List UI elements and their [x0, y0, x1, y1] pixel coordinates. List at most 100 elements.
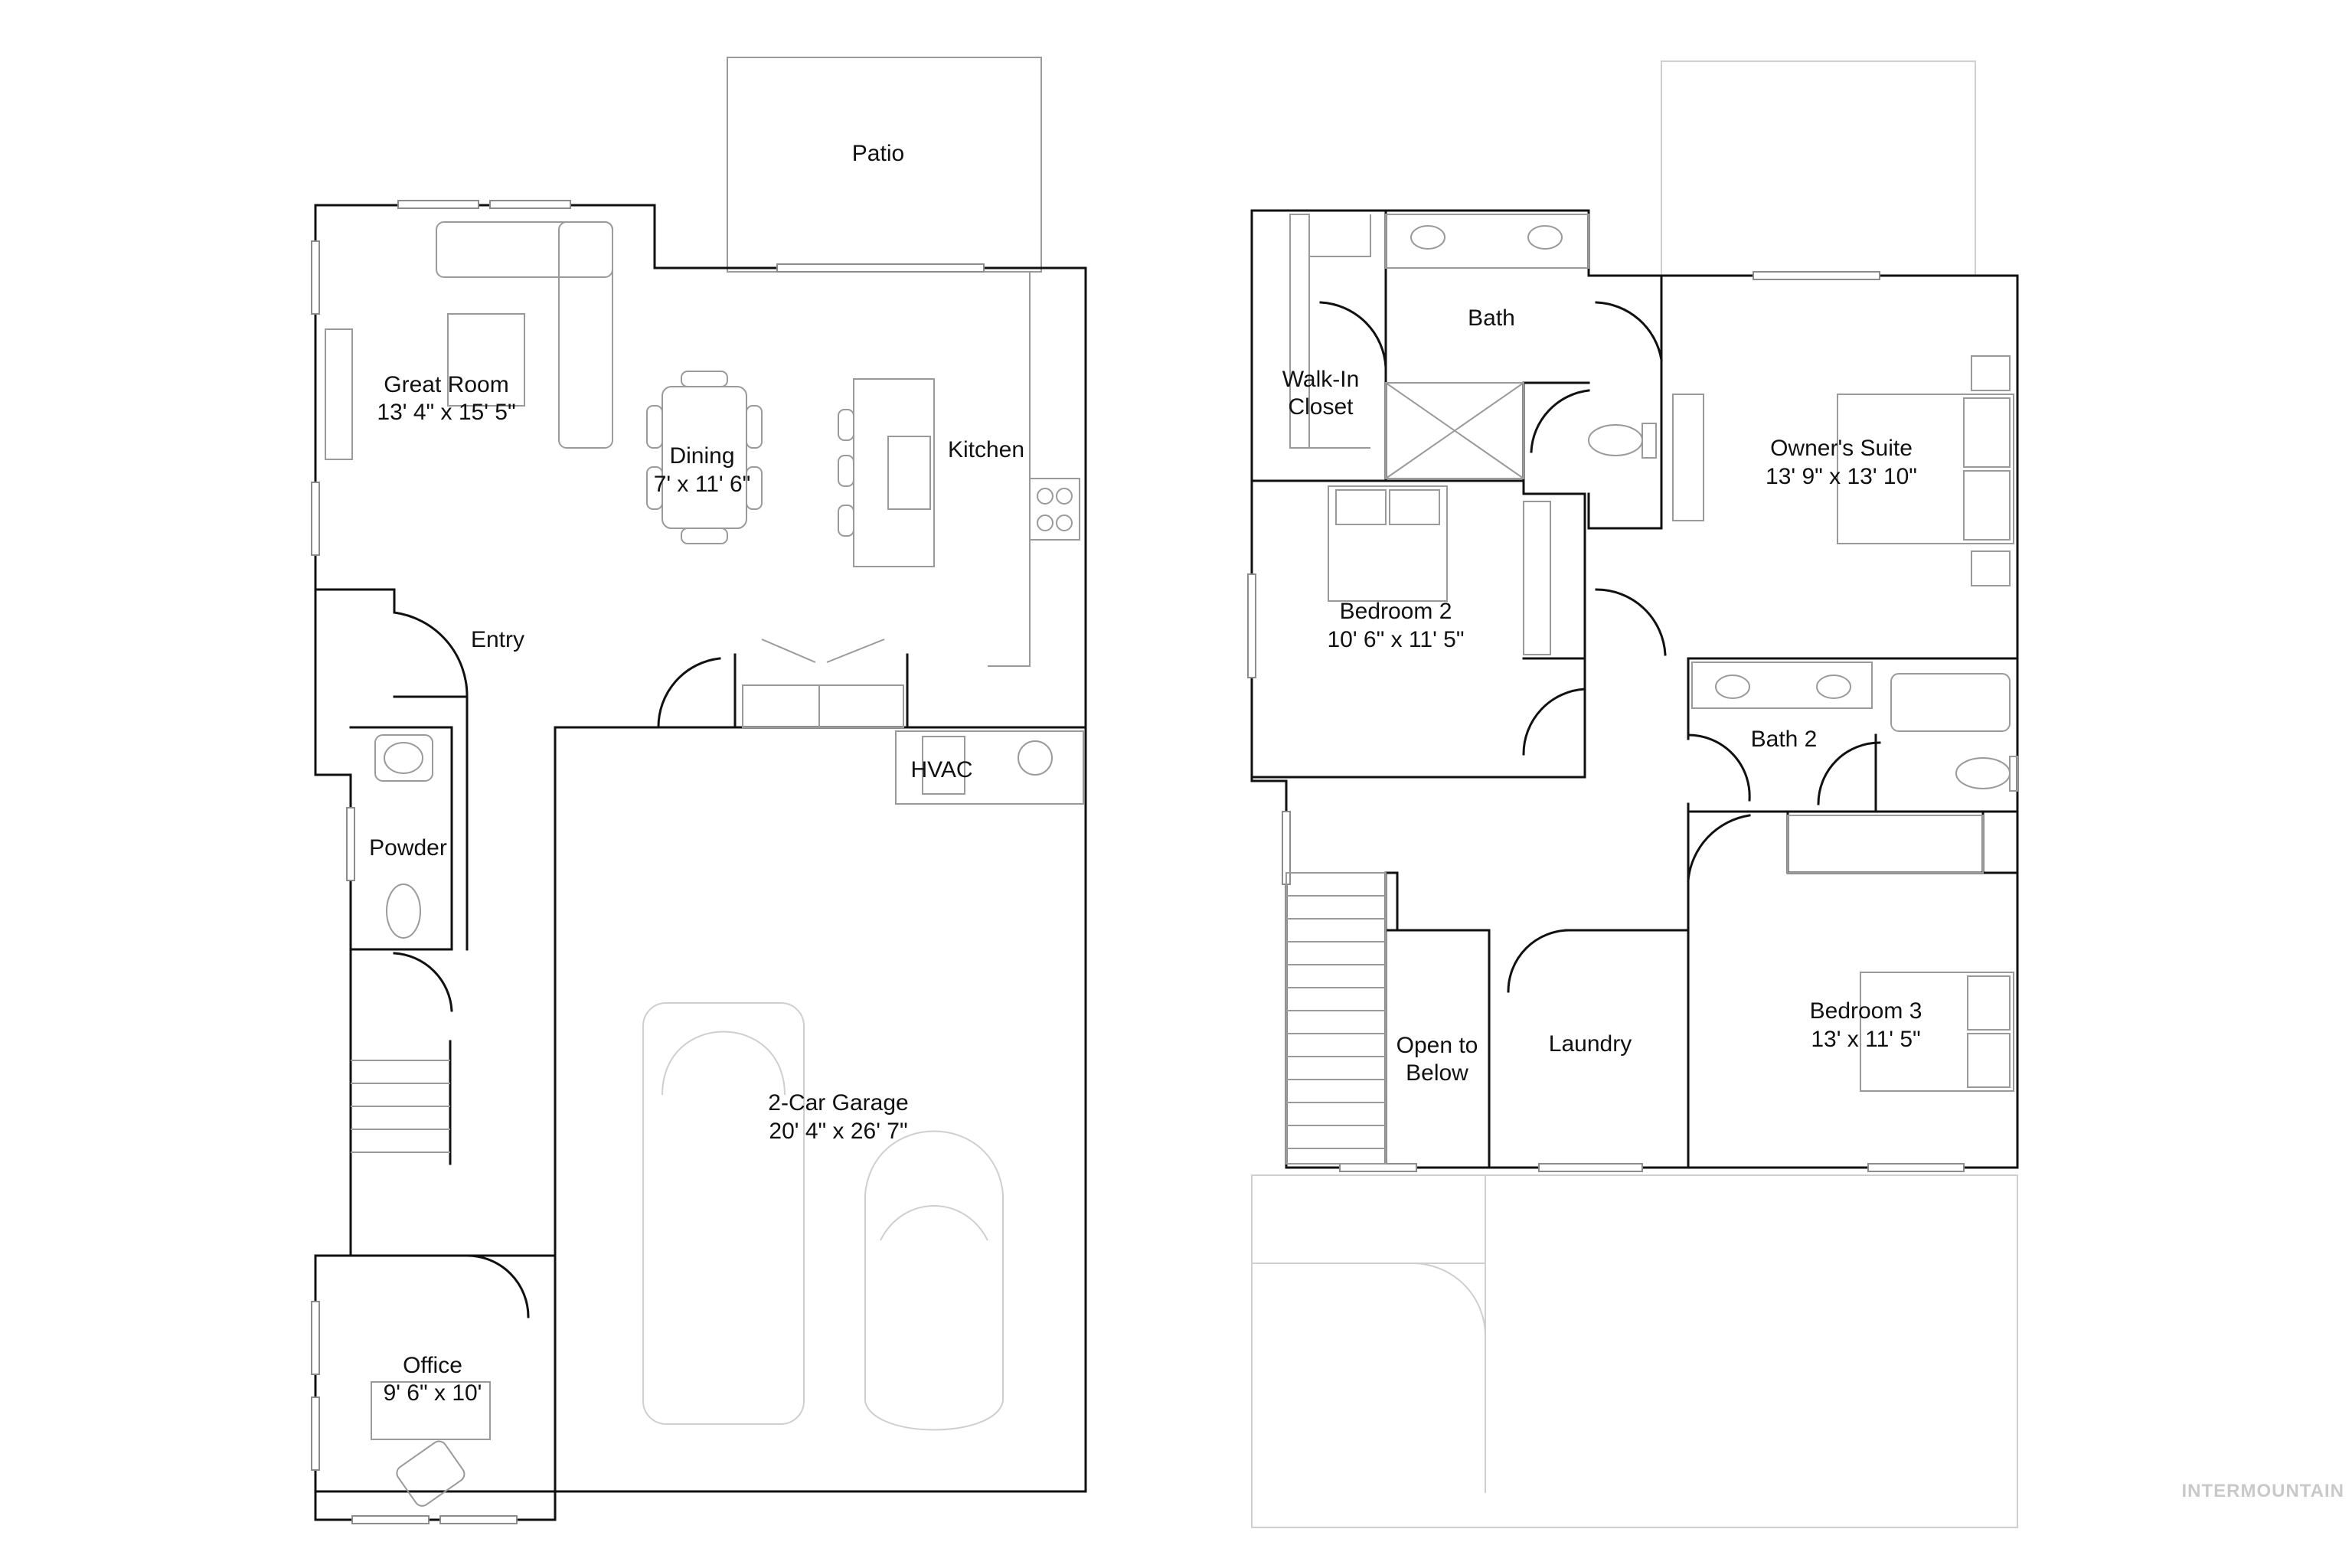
toilet: [1588, 423, 1657, 459]
bedroom2-label: Bedroom 2: [1340, 599, 1452, 624]
window: [311, 1301, 320, 1375]
first-floor: Patio Great Room 13' 4" x 15' 5" Dining …: [311, 57, 1087, 1524]
door-swing: [1817, 741, 1881, 805]
entry-door-swing: [393, 611, 469, 698]
svg-text:9' 6" x 10': 9' 6" x 10': [384, 1380, 482, 1406]
office-door-swing: [466, 1254, 530, 1318]
svg-text:13' x 11' 5": 13' x 11' 5": [1811, 1027, 1920, 1052]
svg-text:Laundry: Laundry: [1549, 1031, 1632, 1057]
svg-text:13' 4" x 15' 5": 13' 4" x 15' 5": [377, 400, 515, 425]
bedroom3-size: 13' x 11' 5": [1811, 1027, 1920, 1052]
window: [1753, 271, 1880, 280]
svg-text:2-Car Garage: 2-Car Garage: [768, 1090, 908, 1116]
svg-text:Kitchen: Kitchen: [948, 437, 1024, 462]
patio-label: Patio: [852, 141, 904, 166]
patio-door: [776, 263, 985, 273]
kitchen-island: [838, 378, 935, 567]
bedroom2-size: 10' 6" x 11' 5": [1328, 627, 1465, 652]
svg-text:Bedroom 3: Bedroom 3: [1810, 998, 1922, 1024]
svg-text:INTERMOUNTAIN: INTERMOUNTAIN: [2181, 1481, 2344, 1501]
window: [311, 240, 320, 315]
door-swing: [1687, 733, 1751, 802]
wall: [1384, 871, 1399, 932]
window: [1538, 1163, 1643, 1172]
bedroom3-bed: [1860, 972, 2014, 1092]
bedroom3-label: Bedroom 3: [1810, 998, 1922, 1024]
svg-text:Open to: Open to: [1396, 1033, 1478, 1058]
powder-wall: [349, 726, 453, 951]
first-floor-exterior-walls: [314, 204, 656, 1521]
svg-text:7' x 11' 6": 7' x 11' 6": [654, 472, 751, 497]
garage-label: 2-Car Garage: [768, 1090, 908, 1116]
open-to-below-label-line2: Below: [1406, 1060, 1468, 1086]
kitchen-label: Kitchen: [948, 437, 1024, 462]
powder-label: Powder: [369, 835, 447, 861]
roof-outline-top: [1661, 60, 1976, 276]
svg-text:13' 9" x 13' 10": 13' 9" x 13' 10": [1766, 464, 1917, 489]
great-room-size: 13' 4" x 15' 5": [377, 400, 515, 425]
svg-text:Bath: Bath: [1468, 305, 1515, 331]
watermark: INTERMOUNTAIN: [2181, 1481, 2344, 1501]
dining-size: 7' x 11' 6": [654, 472, 751, 497]
pantry-doors: [742, 639, 904, 728]
bath-label: Bath: [1468, 305, 1515, 331]
svg-text:20' 4" x 26' 7": 20' 4" x 26' 7": [769, 1119, 907, 1144]
window: [351, 1515, 430, 1524]
dining-label: Dining: [669, 443, 734, 469]
second-floor: Bath Walk-In Closet Owner's Suite 13' 9"…: [1247, 60, 2019, 1528]
entry-label: Entry: [471, 627, 524, 652]
closet-shelves: [1289, 214, 1371, 449]
stairs: [351, 1060, 450, 1153]
svg-text:Closet: Closet: [1288, 394, 1354, 420]
bath2-fixtures: [1691, 662, 2018, 792]
tv-console: [325, 328, 353, 460]
shower: [1385, 382, 1524, 479]
open-to-below-label-line1: Open to: [1396, 1033, 1478, 1058]
great-room-label: Great Room: [384, 372, 508, 397]
window: [439, 1515, 518, 1524]
office-size: 9' 6" x 10': [384, 1380, 482, 1406]
door-swing: [1595, 588, 1667, 656]
window: [489, 200, 571, 209]
window: [311, 482, 320, 556]
owners-suite-size: 13' 9" x 13' 10": [1766, 464, 1917, 489]
door-swing: [1530, 389, 1590, 453]
svg-text:Great Room: Great Room: [384, 372, 508, 397]
door-swing: [1507, 929, 1571, 993]
svg-text:Powder: Powder: [369, 835, 447, 861]
bath2-label: Bath 2: [1751, 727, 1818, 752]
svg-text:Dining: Dining: [669, 443, 734, 469]
walk-in-closet-label-line1: Walk-In: [1282, 367, 1360, 392]
window: [397, 200, 479, 209]
sofa: [436, 221, 613, 449]
door-swing: [1522, 688, 1586, 756]
hvac-unit: [895, 730, 1084, 805]
bath-vanity: [1385, 214, 1589, 269]
svg-text:Office: Office: [403, 1353, 462, 1378]
office-label: Office: [403, 1353, 462, 1378]
door-swing: [1687, 814, 1751, 882]
dining-table: [646, 371, 763, 544]
powder-fixtures: [374, 734, 433, 939]
svg-text:Patio: Patio: [852, 141, 904, 166]
svg-text:Walk-In: Walk-In: [1282, 367, 1360, 392]
window: [1867, 1163, 1965, 1172]
svg-text:Below: Below: [1406, 1060, 1468, 1086]
laundry-label: Laundry: [1549, 1031, 1632, 1057]
window: [1247, 573, 1256, 678]
door-swing: [1595, 301, 1663, 361]
kitchen-counter: [988, 272, 1080, 667]
wall: [1587, 274, 1663, 530]
owners-dresser: [1672, 394, 1704, 521]
svg-text:Entry: Entry: [471, 627, 524, 652]
owners-bed: [1837, 355, 2014, 586]
second-floor-exterior-walls: [1250, 209, 2019, 1169]
bedroom2-bed: [1328, 485, 1448, 602]
wall: [1250, 657, 1586, 779]
porch-outline-bottom: [1251, 1174, 2018, 1528]
door-swing: [1319, 301, 1387, 369]
wall: [1522, 381, 1586, 660]
office-desk: [371, 1381, 491, 1507]
walk-in-closet-label-line2: Closet: [1288, 394, 1354, 420]
